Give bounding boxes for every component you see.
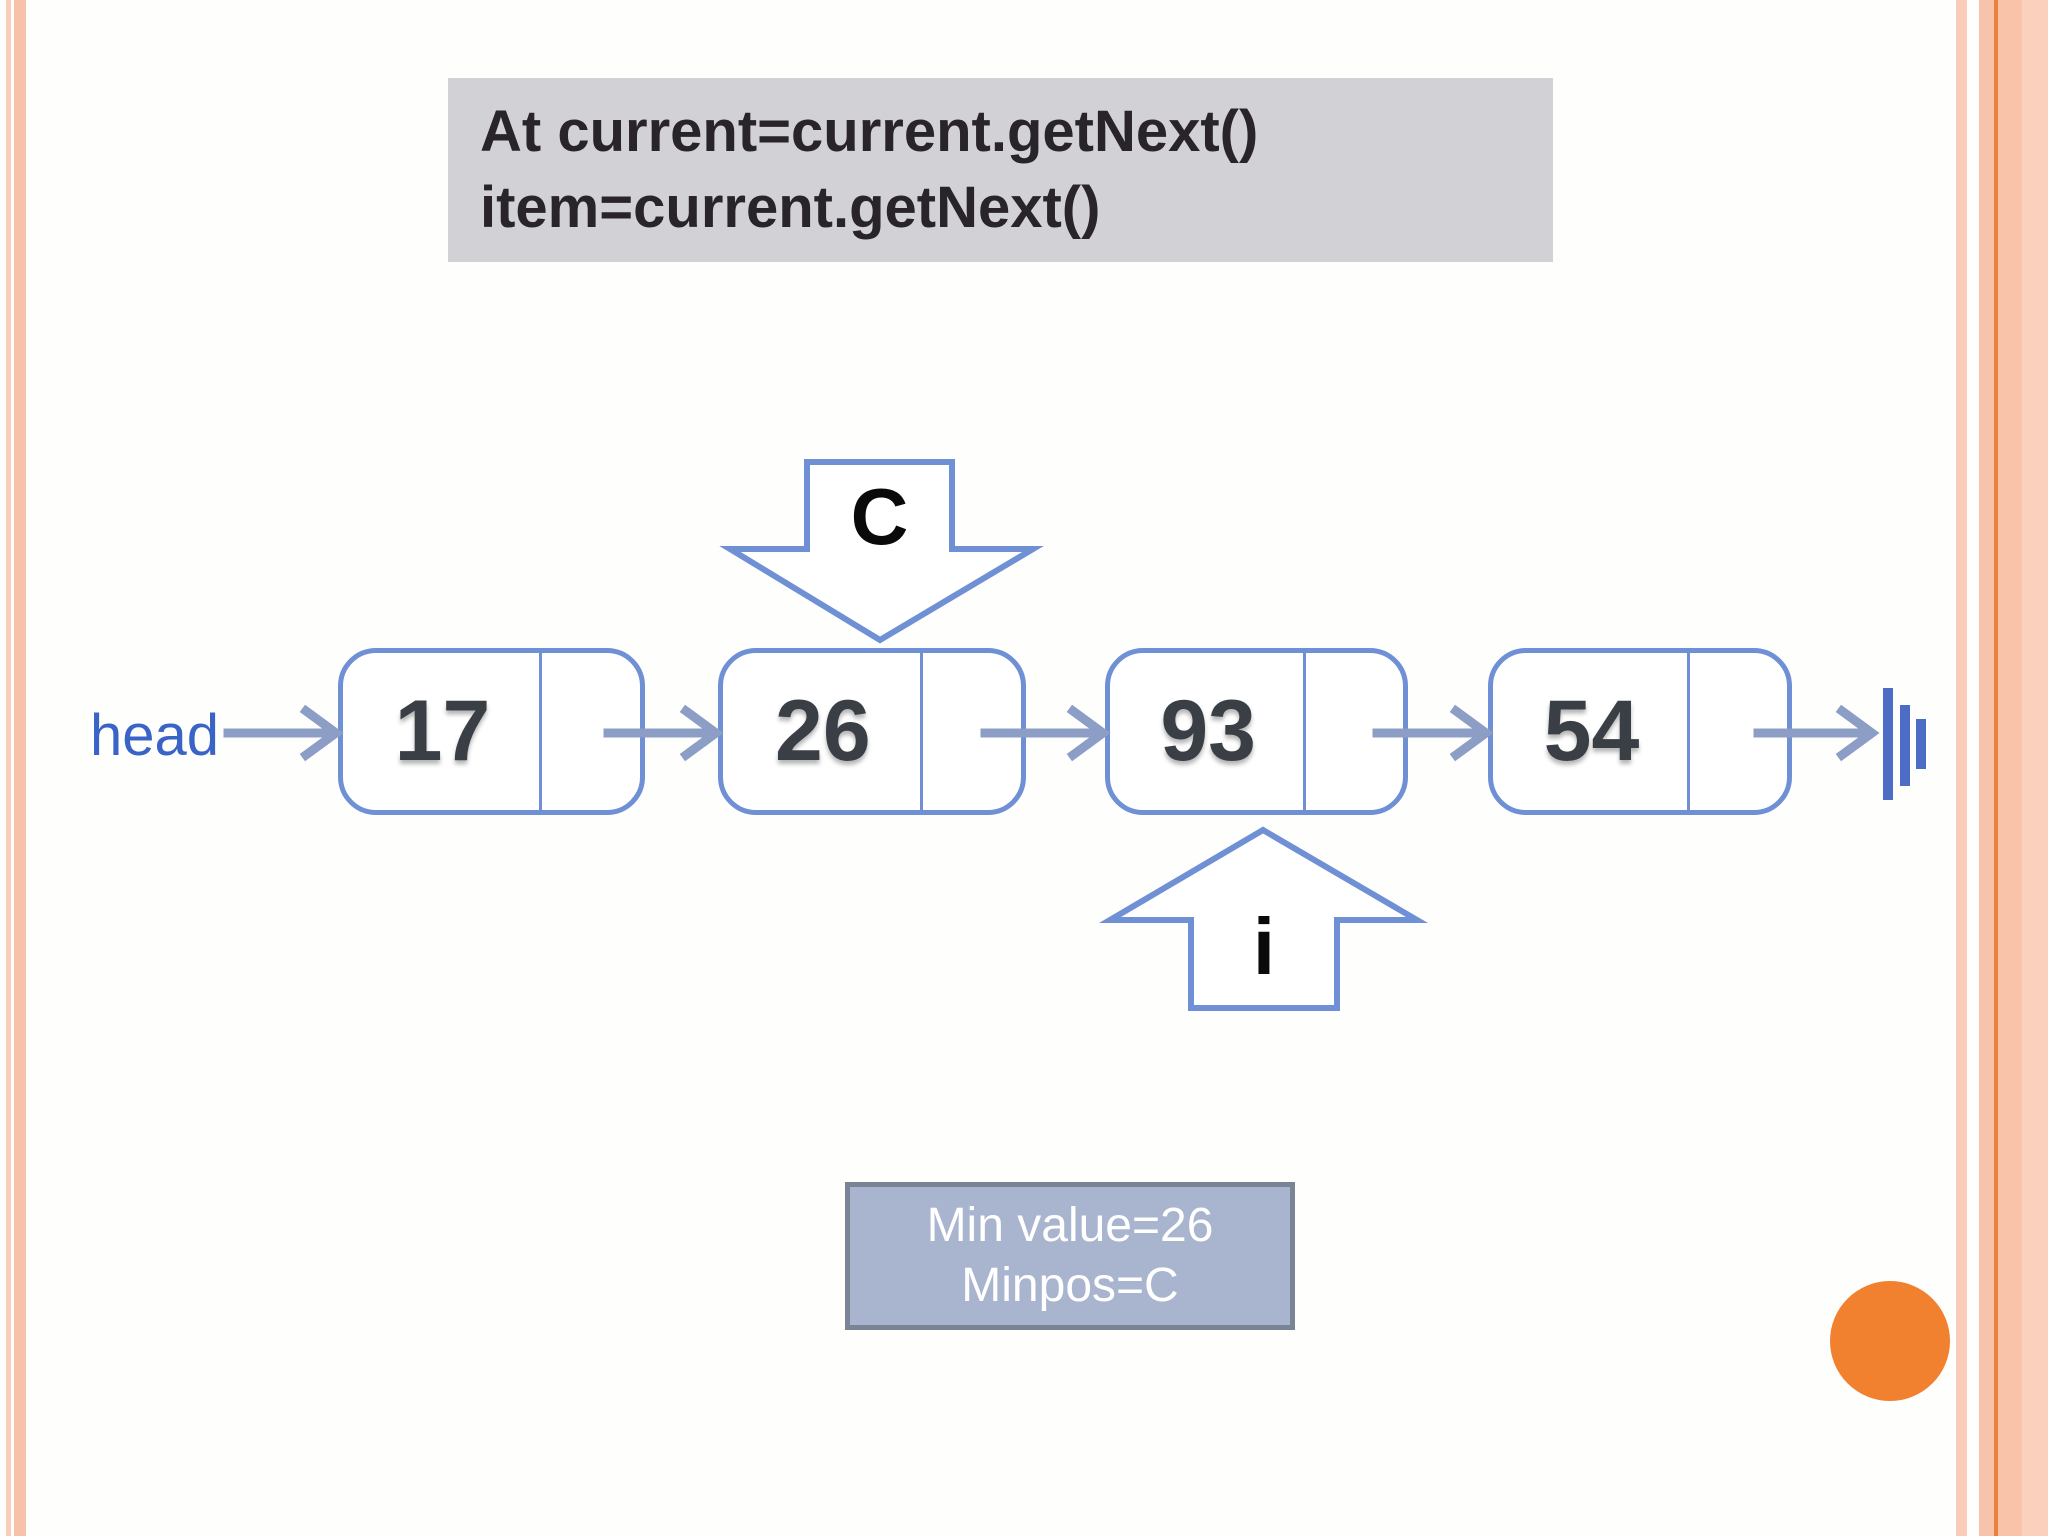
code-box: At current=current.getNext() item=curren… [448,78,1553,262]
list-node-4: 54 [1488,648,1792,815]
frame-stripe-right-mid [1979,0,1994,1536]
index-marker-label: i [1252,902,1276,991]
code-line-2: item=current.getNext() [480,175,1101,240]
frame-stripe-left-wide [14,0,26,1536]
node-value-cell: 93 [1160,683,1256,779]
accent-circle [1830,1281,1950,1401]
frame-stripe-right-thin [1956,0,1967,1536]
node-pointer-cell [1686,653,1787,810]
current-marker-label: C [850,472,909,561]
frame-stripe-right-accent-line [1994,0,1998,1536]
node-pointer-cell [539,653,640,810]
frame-stripe-right-wide [1998,0,2022,1536]
frame-stripe-right-outer [2022,0,2048,1536]
min-value-text: Min value=26 [926,1199,1214,1252]
list-node-1: 17 [338,648,645,815]
list-node-3: 93 [1105,648,1408,815]
node-pointer-cell [919,653,1021,810]
node-pointer-cell [1303,653,1403,810]
null-terminator-icon [1883,688,1926,800]
list-node-2: 26 [718,648,1026,815]
node-value-cell: 17 [394,683,491,779]
code-line-1: At current=current.getNext() [480,99,1259,164]
head-label: head [90,703,220,768]
min-pos-text: Minpos=C [961,1259,1179,1312]
node-value-cell: 26 [774,683,871,779]
min-status-box: Min value=26 Minpos=C [845,1182,1295,1330]
head-arrow-icon [223,704,344,762]
frame-stripe-left-thin [6,0,11,1536]
node-value-cell: 54 [1543,683,1640,779]
